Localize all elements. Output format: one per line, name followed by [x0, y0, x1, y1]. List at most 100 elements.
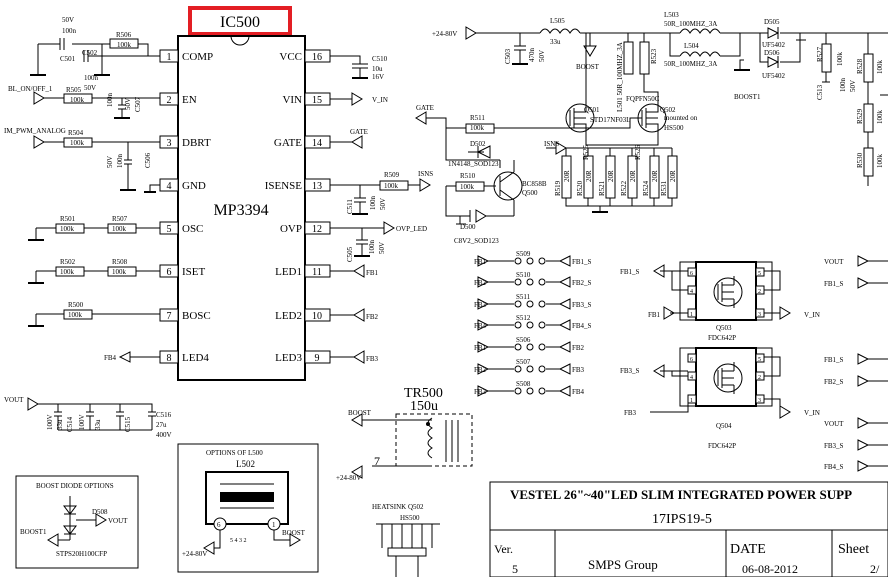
ic-pin-number: 7 — [167, 311, 172, 322]
tr500-ref: TR500 — [404, 386, 443, 401]
title-block-date-label: DATE — [730, 542, 766, 557]
l505-ref: L505 — [550, 17, 565, 25]
l503-ref: L503 — [664, 11, 679, 19]
driver-isns-net: ISNS — [544, 140, 559, 148]
ic-pin-name: GATE — [274, 137, 302, 149]
sense-resistor — [561, 155, 572, 199]
ic-pin-number: 13 — [312, 181, 322, 192]
ic-pin-number: 3 — [167, 138, 172, 149]
ic-pin-name: OSC — [182, 223, 203, 235]
jumper-left-net: FB2 — [474, 366, 487, 374]
jumper-pad — [538, 321, 546, 329]
q504-fb3: FB3 — [624, 409, 637, 417]
ic-pin-number: 11 — [312, 267, 322, 278]
l504-value: 50R_100MHZ_3A — [664, 60, 717, 68]
ic-pin-number: 4 — [167, 181, 172, 192]
ic-pin-7-box — [159, 308, 179, 322]
q504-fb3s: FB3_S — [620, 367, 640, 375]
r504-ref: R504 — [68, 129, 84, 137]
pwm-analog-net: IM_PWM_ANALOG — [4, 127, 66, 135]
q502-ref: Q502 — [660, 106, 676, 114]
jumper-left-net: FB3 — [474, 301, 487, 309]
mosfet-q504: 6 4 1 5 2 3 FB3_S FB3 V_IN Q504 FDC642P — [620, 347, 820, 450]
fb1-net: FB1 — [366, 269, 379, 277]
ic-ref-highlight — [188, 6, 292, 36]
q503-pin4: 4 — [690, 289, 693, 295]
q502-note2: HS500 — [664, 124, 684, 132]
ic-right-pins: 16VCC15VIN14GATE13ISENSE12OVP11LED110LED… — [265, 49, 331, 364]
sense-resistor-value: 20R — [629, 170, 637, 182]
jumper-ref: S506 — [516, 336, 531, 344]
r509-value: 100k — [384, 182, 399, 190]
sense-resistor-ref: R520 — [576, 180, 584, 196]
c505-value: 100n — [368, 240, 376, 255]
sense-resistor-value: 20R — [585, 170, 593, 182]
heatsink-label: HEATSINK Q502 — [372, 503, 424, 511]
sense-resistor-ref: R519 — [554, 180, 562, 196]
q503-pin6: 6 — [690, 271, 693, 277]
c506-voltage: 50V — [106, 156, 114, 168]
jumper-right-net: FB4 — [572, 388, 585, 396]
q504-pin1: 1 — [690, 398, 693, 404]
jumper-left-port — [477, 319, 490, 331]
jumper-pad — [514, 278, 522, 286]
boost-diode-options: BOOST DIODE OPTIONS D508 VOUT BOOST1 STP… — [15, 475, 139, 569]
ic-pin-number: 8 — [167, 353, 172, 364]
ic-pin-name: VCC — [279, 51, 302, 63]
q504-ref: Q504 — [716, 422, 732, 430]
jumper-pad — [514, 387, 522, 395]
q503-pin2: 2 — [758, 289, 761, 295]
ic-pin-name: LED2 — [275, 310, 302, 322]
ic-pin-number: 2 — [167, 95, 172, 106]
c510-value: 10u — [372, 65, 383, 73]
vin-net: V_IN — [372, 96, 388, 104]
jumper-left-net: FB3 — [474, 388, 487, 396]
jumper-right-net: FB1_S — [572, 258, 592, 266]
r506-ref: R506 — [116, 31, 132, 39]
c502-voltage: 50V — [84, 84, 96, 92]
jumper-pad — [538, 387, 546, 395]
jumper-left-port — [477, 276, 490, 288]
jumper-right-port — [558, 255, 571, 267]
jumper-ref: S507 — [516, 358, 531, 366]
ic-pin-number: 15 — [312, 95, 322, 106]
r504-value: 100k — [70, 139, 85, 147]
jumper-pad — [538, 278, 546, 286]
jumper-left-port — [477, 298, 490, 310]
fb2-net: FB2 — [366, 313, 379, 321]
r505-value: 100k — [70, 96, 85, 104]
q503-pin5: 5 — [758, 271, 761, 277]
jumper-right-port — [558, 363, 571, 375]
r529-ref: R529 — [856, 108, 864, 124]
l502-boost: BOOST — [282, 529, 306, 537]
driver-gate-net: GATE — [416, 104, 434, 112]
fb3-net: FB3 — [366, 355, 379, 363]
ic-pin-name: EN — [182, 94, 197, 106]
boost-diode-part: STPS20H100CFP — [56, 550, 107, 558]
d505-part: UF5402 — [762, 41, 785, 49]
d500-part: C8V2_SOD123 — [454, 237, 499, 245]
right-edge-net: FB2_S — [824, 378, 844, 386]
sense-resistor — [649, 155, 660, 199]
ic-pin-name: LED1 — [275, 266, 302, 278]
r502-value: 100k — [60, 268, 75, 276]
fb4-net: FB4 — [104, 354, 117, 362]
q504-pin2: 2 — [758, 375, 761, 381]
ic-pin-name: BOSC — [182, 310, 211, 322]
title-block-ver-label: Ver. — [494, 542, 513, 556]
c515-ref: C515 — [124, 416, 132, 432]
jumper-right-net: FB2 — [572, 344, 585, 352]
ic-pin-number: 10 — [312, 311, 322, 322]
jumper-pad — [526, 387, 534, 395]
sense-resistor-value: 20R — [669, 170, 677, 182]
title-block-sheet-label: Sheet — [838, 542, 869, 557]
jumper-right-net: FB2_S — [572, 279, 592, 287]
title-block: VESTEL 26"~40"LED SLIM INTEGRATED POWER … — [489, 481, 888, 577]
right-edge-port — [857, 255, 870, 267]
l503-value: 50R_100MHZ_3A — [664, 20, 717, 28]
right-edge-net: FB1_S — [824, 356, 844, 364]
jumper-ref: S511 — [516, 293, 531, 301]
ic-pin-name: OVP — [280, 223, 302, 235]
